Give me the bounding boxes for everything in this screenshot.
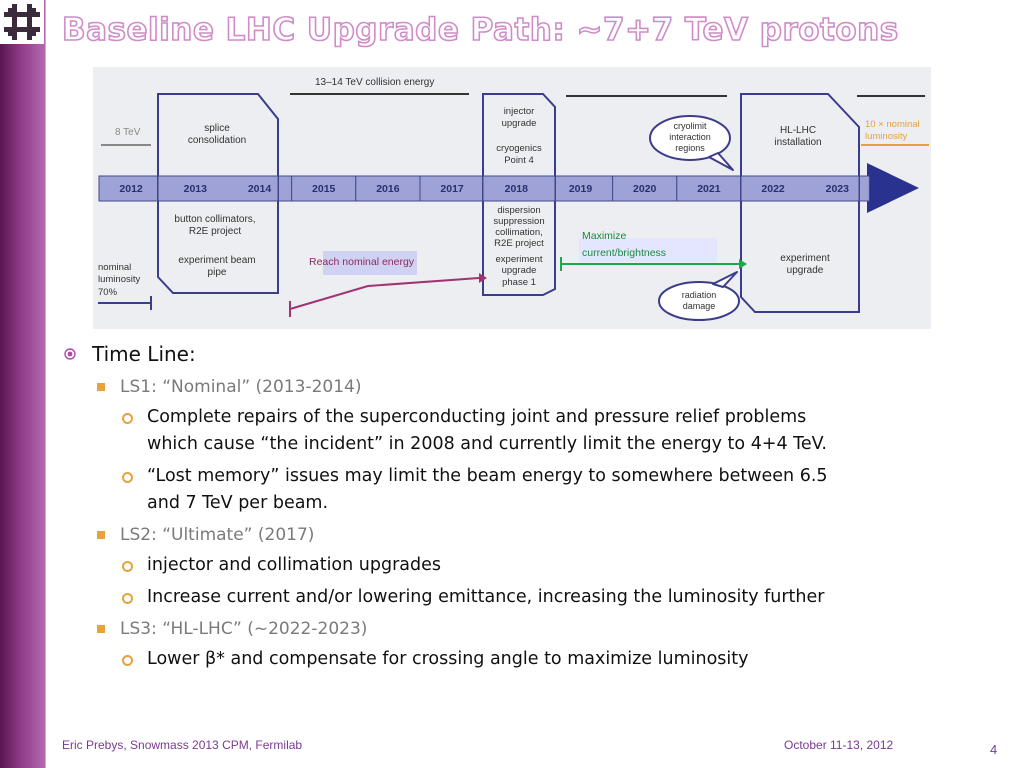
year-cell [612, 175, 678, 202]
year-label: 2022 [761, 183, 785, 195]
year-label: 2018 [505, 183, 529, 195]
square-bullet-icon [97, 383, 105, 391]
year-label: 2021 [697, 183, 721, 195]
slide-title: Baseline LHC Upgrade Path: ~7+7 TeV prot… [61, 11, 899, 49]
collision-energy-banner: 13–14 TeV collision energy [315, 77, 434, 88]
svg-text:upgrade: upgrade [502, 118, 537, 129]
year-cell [355, 175, 421, 202]
bullet-list: Time Line: LS1: “Nominal” (2013-2014) Co… [62, 340, 982, 678]
ring-bullet-icon [122, 561, 133, 572]
footer-author: Eric Prebys, Snowmass 2013 CPM, Fermilab [62, 738, 303, 752]
circle-bullet-icon [64, 348, 76, 360]
footer-date: October 11-13, 2012 [784, 738, 894, 752]
year-label: 2016 [376, 183, 400, 195]
svg-text:splice: splice [204, 123, 230, 134]
svg-text:8 TeV: 8 TeV [115, 127, 141, 138]
bullet-ls2-injector: injector and collimation upgrades [62, 552, 982, 579]
year-label: 2020 [633, 183, 657, 195]
square-bullet-icon [97, 531, 105, 539]
svg-text:collimation,: collimation, [495, 227, 543, 238]
svg-text:Maximize: Maximize [582, 230, 626, 242]
year-cell [419, 175, 485, 202]
svg-text:Point 4: Point 4 [504, 155, 534, 166]
ring-bullet-icon [122, 593, 133, 604]
svg-text:10 × nominal: 10 × nominal [865, 119, 920, 130]
svg-text:R2E project: R2E project [189, 226, 241, 237]
svg-text:radiation: radiation [682, 290, 717, 300]
svg-text:dispersion: dispersion [497, 205, 540, 216]
bullet-ls1-lost-memory: “Lost memory” issues may limit the beam … [62, 463, 982, 517]
svg-text:luminosity: luminosity [865, 131, 907, 142]
bullet-ls3-beta: Lower β* and compensate for crossing ang… [62, 646, 982, 673]
svg-text:R2E project: R2E project [494, 238, 544, 249]
year-label: 2015 [312, 183, 336, 195]
bullet-ls2-current: Increase current and/or lowering emittan… [62, 584, 982, 611]
year-label: 2017 [440, 183, 464, 195]
svg-text:current/brightness: current/brightness [582, 247, 666, 259]
svg-text:regions: regions [675, 143, 705, 153]
sidebar-band [0, 0, 45, 768]
ring-bullet-icon [122, 472, 133, 483]
svg-text:damage: damage [683, 301, 716, 311]
bullet-ls3: LS3: “HL-LHC” (~2022-2023) [62, 616, 982, 642]
page-number: 4 [990, 742, 998, 757]
svg-text:70%: 70% [98, 287, 118, 298]
year-label: 2013 [184, 183, 208, 195]
svg-text:cryolimit: cryolimit [674, 121, 707, 131]
svg-text:upgrade: upgrade [787, 265, 824, 276]
svg-text:experiment: experiment [780, 253, 830, 264]
svg-text:nominal: nominal [98, 262, 131, 273]
bullet-ls2: LS2: “Ultimate” (2017) [62, 522, 982, 548]
year-cell [676, 175, 742, 202]
svg-text:installation: installation [774, 137, 821, 148]
svg-text:button collimators,: button collimators, [174, 214, 255, 225]
ring-bullet-icon [122, 655, 133, 666]
svg-text:cryogenics: cryogenics [496, 143, 542, 154]
year-cell [547, 175, 614, 202]
bullet-ls1-repairs: Complete repairs of the superconducting … [62, 404, 982, 458]
svg-text:interaction: interaction [669, 132, 711, 142]
svg-text:experiment beam: experiment beam [178, 255, 255, 266]
svg-text:suppression: suppression [493, 216, 544, 227]
year-label: 2019 [569, 183, 593, 195]
bullet-ls1: LS1: “Nominal” (2013-2014) [62, 374, 982, 400]
square-bullet-icon [97, 625, 105, 633]
fermilab-logo-icon [0, 0, 44, 44]
svg-text:injector: injector [504, 106, 535, 117]
year-label: 2014 [248, 183, 272, 195]
ring-bullet-icon [122, 413, 133, 424]
svg-text:consolidation: consolidation [188, 135, 246, 146]
sidebar-divider [45, 0, 46, 768]
year-label: 2023 [826, 183, 850, 195]
svg-text:experiment: experiment [496, 254, 543, 265]
svg-text:Reach nominal energy: Reach nominal energy [309, 256, 415, 268]
year-label: 2012 [119, 183, 143, 195]
svg-text:HL-LHC: HL-LHC [780, 125, 816, 136]
svg-text:luminosity: luminosity [98, 274, 140, 285]
svg-text:phase 1: phase 1 [502, 277, 536, 288]
bullet-time-line: Time Line: [62, 340, 982, 368]
svg-text:pipe: pipe [208, 267, 227, 278]
lhc-timeline-figure: 13–14 TeV collision energy 8 TeV 10 × no… [93, 67, 931, 329]
svg-text:upgrade: upgrade [502, 265, 537, 276]
year-cell [291, 175, 357, 202]
